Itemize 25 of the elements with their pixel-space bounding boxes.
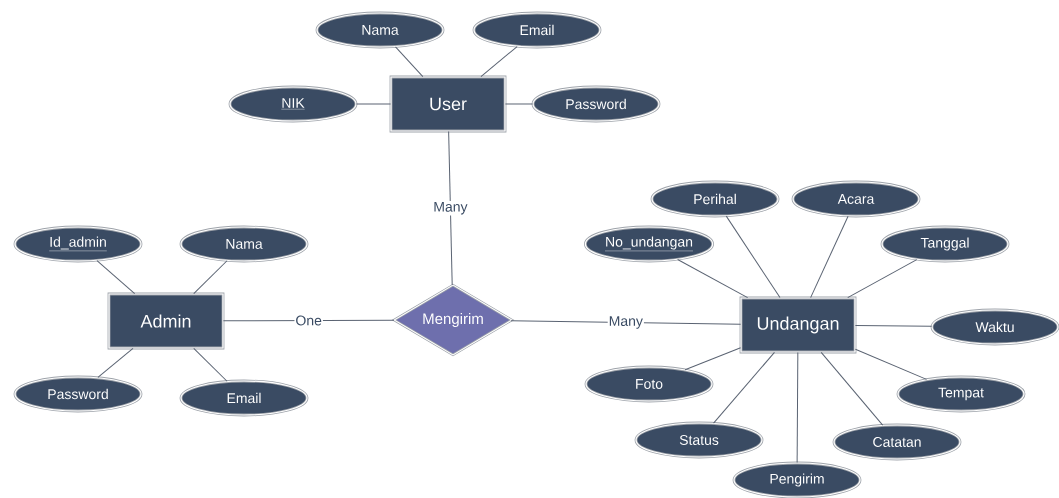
edge-label: Many [432, 200, 469, 216]
entity-box: Undangan [739, 296, 857, 354]
connector-line [504, 103, 534, 105]
connector-line [854, 348, 928, 380]
connector-line [854, 325, 933, 327]
edge-label: Many [607, 315, 644, 330]
connector-line [448, 130, 453, 286]
connector-line [820, 351, 884, 426]
connector-line [480, 46, 518, 78]
connector-line [193, 260, 228, 295]
connector-line [395, 46, 424, 78]
connector-line [193, 347, 228, 382]
connector-line [725, 215, 781, 299]
connector-line [355, 103, 392, 105]
connector-line [796, 351, 799, 464]
connector-line [684, 347, 742, 371]
connector-line [97, 347, 134, 378]
connector-line [713, 351, 775, 424]
entity-box: Admin [107, 292, 225, 350]
connector-line [96, 260, 136, 295]
edge-label: One [294, 314, 323, 327]
connector-line [677, 259, 749, 299]
entity-box: User [389, 75, 507, 133]
connector-line [847, 259, 918, 299]
connector-line [810, 215, 849, 299]
